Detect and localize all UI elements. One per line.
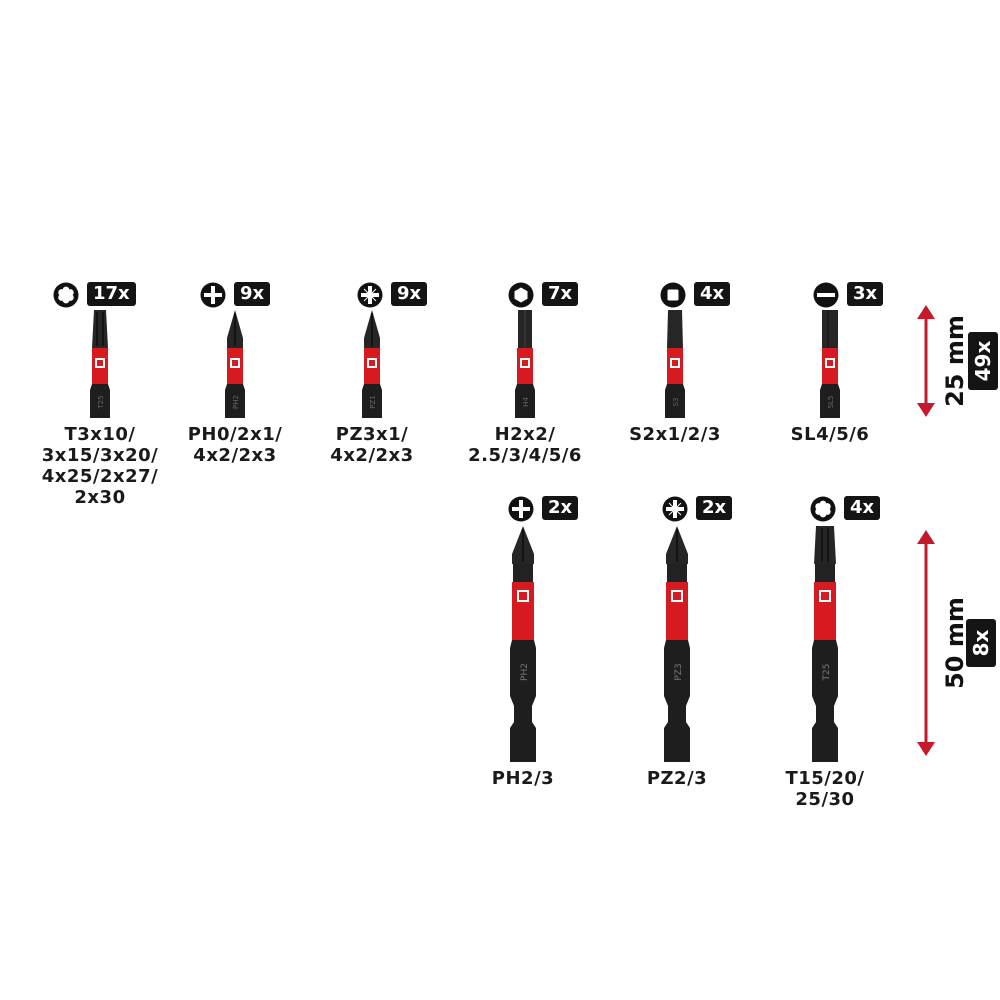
bit-header: 7x	[440, 278, 610, 312]
svg-text:PH2: PH2	[232, 395, 240, 409]
slotted-icon	[813, 282, 839, 308]
square-icon	[660, 282, 686, 308]
count-badge: 9x	[391, 282, 428, 306]
bit-image: T25	[90, 310, 110, 418]
svg-text:PH2: PH2	[520, 663, 530, 681]
count-badge: 17x	[87, 282, 136, 306]
bit-group-torx-short: 17x T25 T3x10/ 3x15/3x20/ 4x25/2x27/ 2x3…	[15, 278, 185, 538]
size-length-short: 25 mm	[941, 315, 969, 407]
phillips-icon	[508, 496, 534, 522]
count-badge: 2x	[542, 496, 579, 520]
bit-image: PH2	[225, 310, 245, 418]
svg-text:T25: T25	[97, 395, 105, 409]
bit-image: PH2	[510, 526, 536, 762]
count-badge: 7x	[542, 282, 579, 306]
svg-text:PZ3: PZ3	[674, 663, 684, 680]
bit-image: PZ1	[362, 310, 382, 418]
hex-icon	[508, 282, 534, 308]
bit-group-torx-long: 4x T25 T15/20/ 25/30	[740, 492, 910, 822]
bit-header: 9x	[287, 278, 457, 312]
bit-image: S3	[665, 310, 685, 418]
bit-label: PH0/2x1/ 4x2/2x3	[187, 424, 283, 466]
bit-header: 4x	[740, 492, 910, 526]
bit-label: S2x1/2/3	[629, 424, 721, 445]
bit-header: 3x	[745, 278, 915, 312]
bit-image: T25	[812, 526, 838, 762]
count-badge: 3x	[847, 282, 884, 306]
bit-group-phillips-long: 2x PH2 PH2/3	[438, 492, 608, 822]
bit-header: 9x	[150, 278, 320, 312]
size-count-short: 49x	[968, 332, 998, 390]
bit-label: H2x2/ 2.5/3/4/5/6	[468, 424, 582, 466]
bit-label: T3x10/ 3x15/3x20/ 4x25/2x27/ 2x30	[41, 424, 159, 508]
bit-label: PZ3x1/ 4x2/2x3	[330, 424, 414, 466]
svg-text:H4: H4	[522, 397, 530, 407]
size-arrow-long	[917, 530, 935, 756]
count-badge: 4x	[844, 496, 881, 520]
bit-label: PH2/3	[491, 768, 555, 789]
torx-icon	[53, 282, 79, 308]
bit-group-hex-short: 7x H4 H2x2/ 2.5/3/4/5/6	[440, 278, 610, 538]
count-badge: 2x	[696, 496, 733, 520]
bit-group-pozidriv-short: 9x PZ1 PZ3x1/ 4x2/2x3	[287, 278, 457, 538]
svg-text:SL5: SL5	[827, 396, 835, 409]
phillips-icon	[200, 282, 226, 308]
bit-group-pozidriv-long: 2x PZ3 PZ2/3	[592, 492, 762, 822]
count-badge: 9x	[234, 282, 271, 306]
pozidriv-icon	[662, 496, 688, 522]
bit-image: H4	[515, 310, 535, 418]
bit-header: 17x	[15, 278, 185, 312]
bit-header: 2x	[438, 492, 608, 526]
bit-group-phillips-short: 9x PH2 PH0/2x1/ 4x2/2x3	[150, 278, 320, 538]
bit-header: 2x	[592, 492, 762, 526]
bit-header: 4x	[590, 278, 760, 312]
count-badge: 4x	[694, 282, 731, 306]
svg-text:S3: S3	[672, 398, 680, 407]
bit-image: PZ3	[664, 526, 690, 762]
bit-label: T15/20/ 25/30	[785, 768, 865, 810]
torx-icon	[810, 496, 836, 522]
svg-text:T25: T25	[822, 664, 832, 682]
bit-image: SL5	[820, 310, 840, 418]
bit-label: SL4/5/6	[790, 424, 870, 445]
svg-text:PZ1: PZ1	[369, 395, 377, 408]
bit-group-slotted-short: 3x SL5 SL4/5/6	[745, 278, 915, 538]
pozidriv-icon	[357, 282, 383, 308]
size-arrow-short	[917, 305, 935, 417]
bit-label: PZ2/3	[646, 768, 708, 789]
size-count-long: 8x	[966, 619, 996, 667]
bit-group-square-short: 4x S3 S2x1/2/3	[590, 278, 760, 538]
